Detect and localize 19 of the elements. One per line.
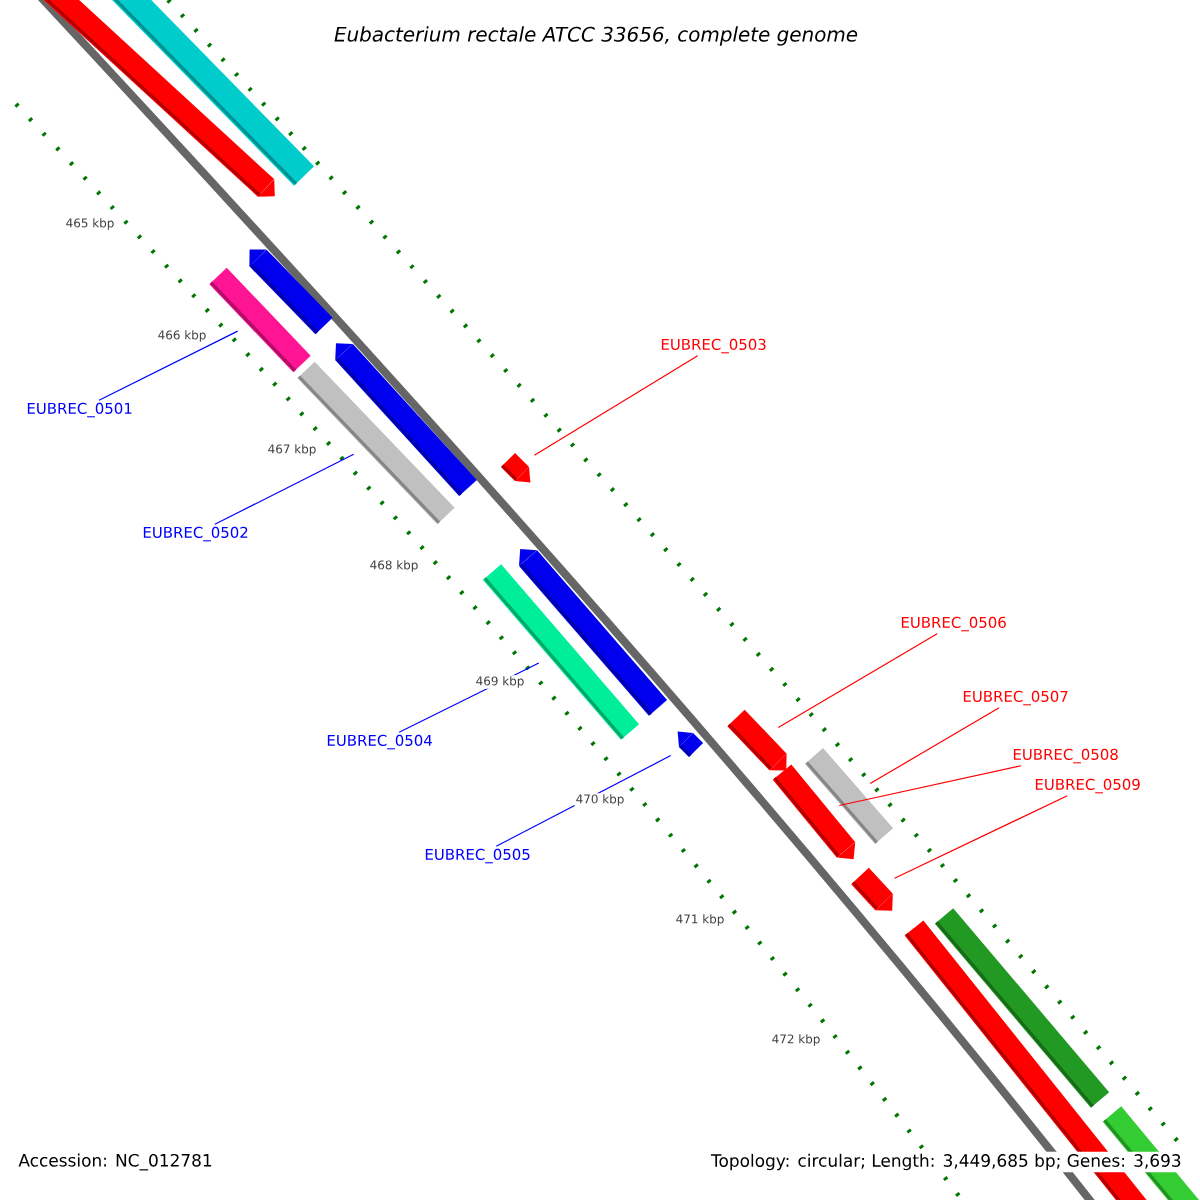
gene-bar: [727, 709, 787, 771]
title: Eubacterium rectale ATCC 33656, complete genome: [334, 26, 858, 46]
gene-bar: [772, 764, 856, 860]
leader-line: [838, 765, 1022, 807]
leader-line: [214, 453, 355, 525]
leader-line: [533, 355, 699, 456]
leader-line: [98, 330, 239, 401]
accession-text: Accession: NC_012781: [18, 1153, 212, 1171]
gene-bar: [500, 452, 531, 483]
leader-line: [869, 707, 1000, 785]
gene-bar: [851, 867, 893, 911]
leader-line: [893, 795, 1068, 879]
gene-bar: [677, 731, 704, 758]
leader-line: [495, 755, 672, 847]
gene-bar: [209, 267, 311, 373]
leader-line: [777, 633, 938, 729]
gene-bar: [934, 908, 1110, 1108]
gene-bar: [297, 361, 455, 525]
genome-stats-text: Topology: circular; Length: 3,449,685 bp; Genes: 3,693: [709, 1151, 1184, 1173]
